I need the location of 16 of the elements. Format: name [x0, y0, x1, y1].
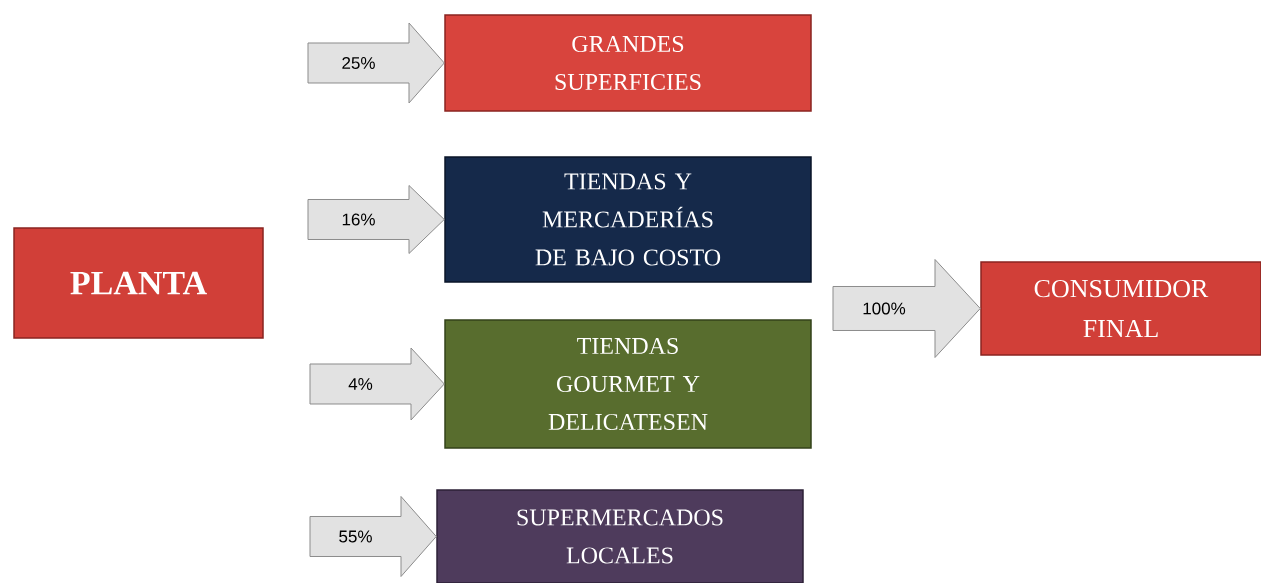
block-arrow	[309, 496, 437, 577]
process-box: TIENDAS GOURMET Y DELICATESEN	[444, 319, 812, 449]
edge-label: 16%	[342, 213, 375, 226]
process-box: SUPERMERCADOS LOCALES	[436, 489, 804, 583]
block-arrow	[307, 185, 445, 254]
edge-label: 55%	[339, 530, 372, 543]
block-arrow	[832, 259, 981, 358]
process-box: TIENDAS Y MERCADERÍAS DE BAJO COSTO	[444, 156, 812, 283]
edge-label: 100%	[863, 302, 906, 315]
process-box: GRANDES SUPERFICIES	[444, 14, 812, 112]
edge-label: 4%	[348, 378, 373, 390]
process-box: CONSUMIDOR FINAL	[980, 261, 1261, 356]
process-box: PLANTA	[13, 227, 264, 339]
block-arrow	[309, 347, 445, 421]
block-arrow	[307, 22, 445, 104]
edge-label: 25%	[342, 57, 375, 69]
